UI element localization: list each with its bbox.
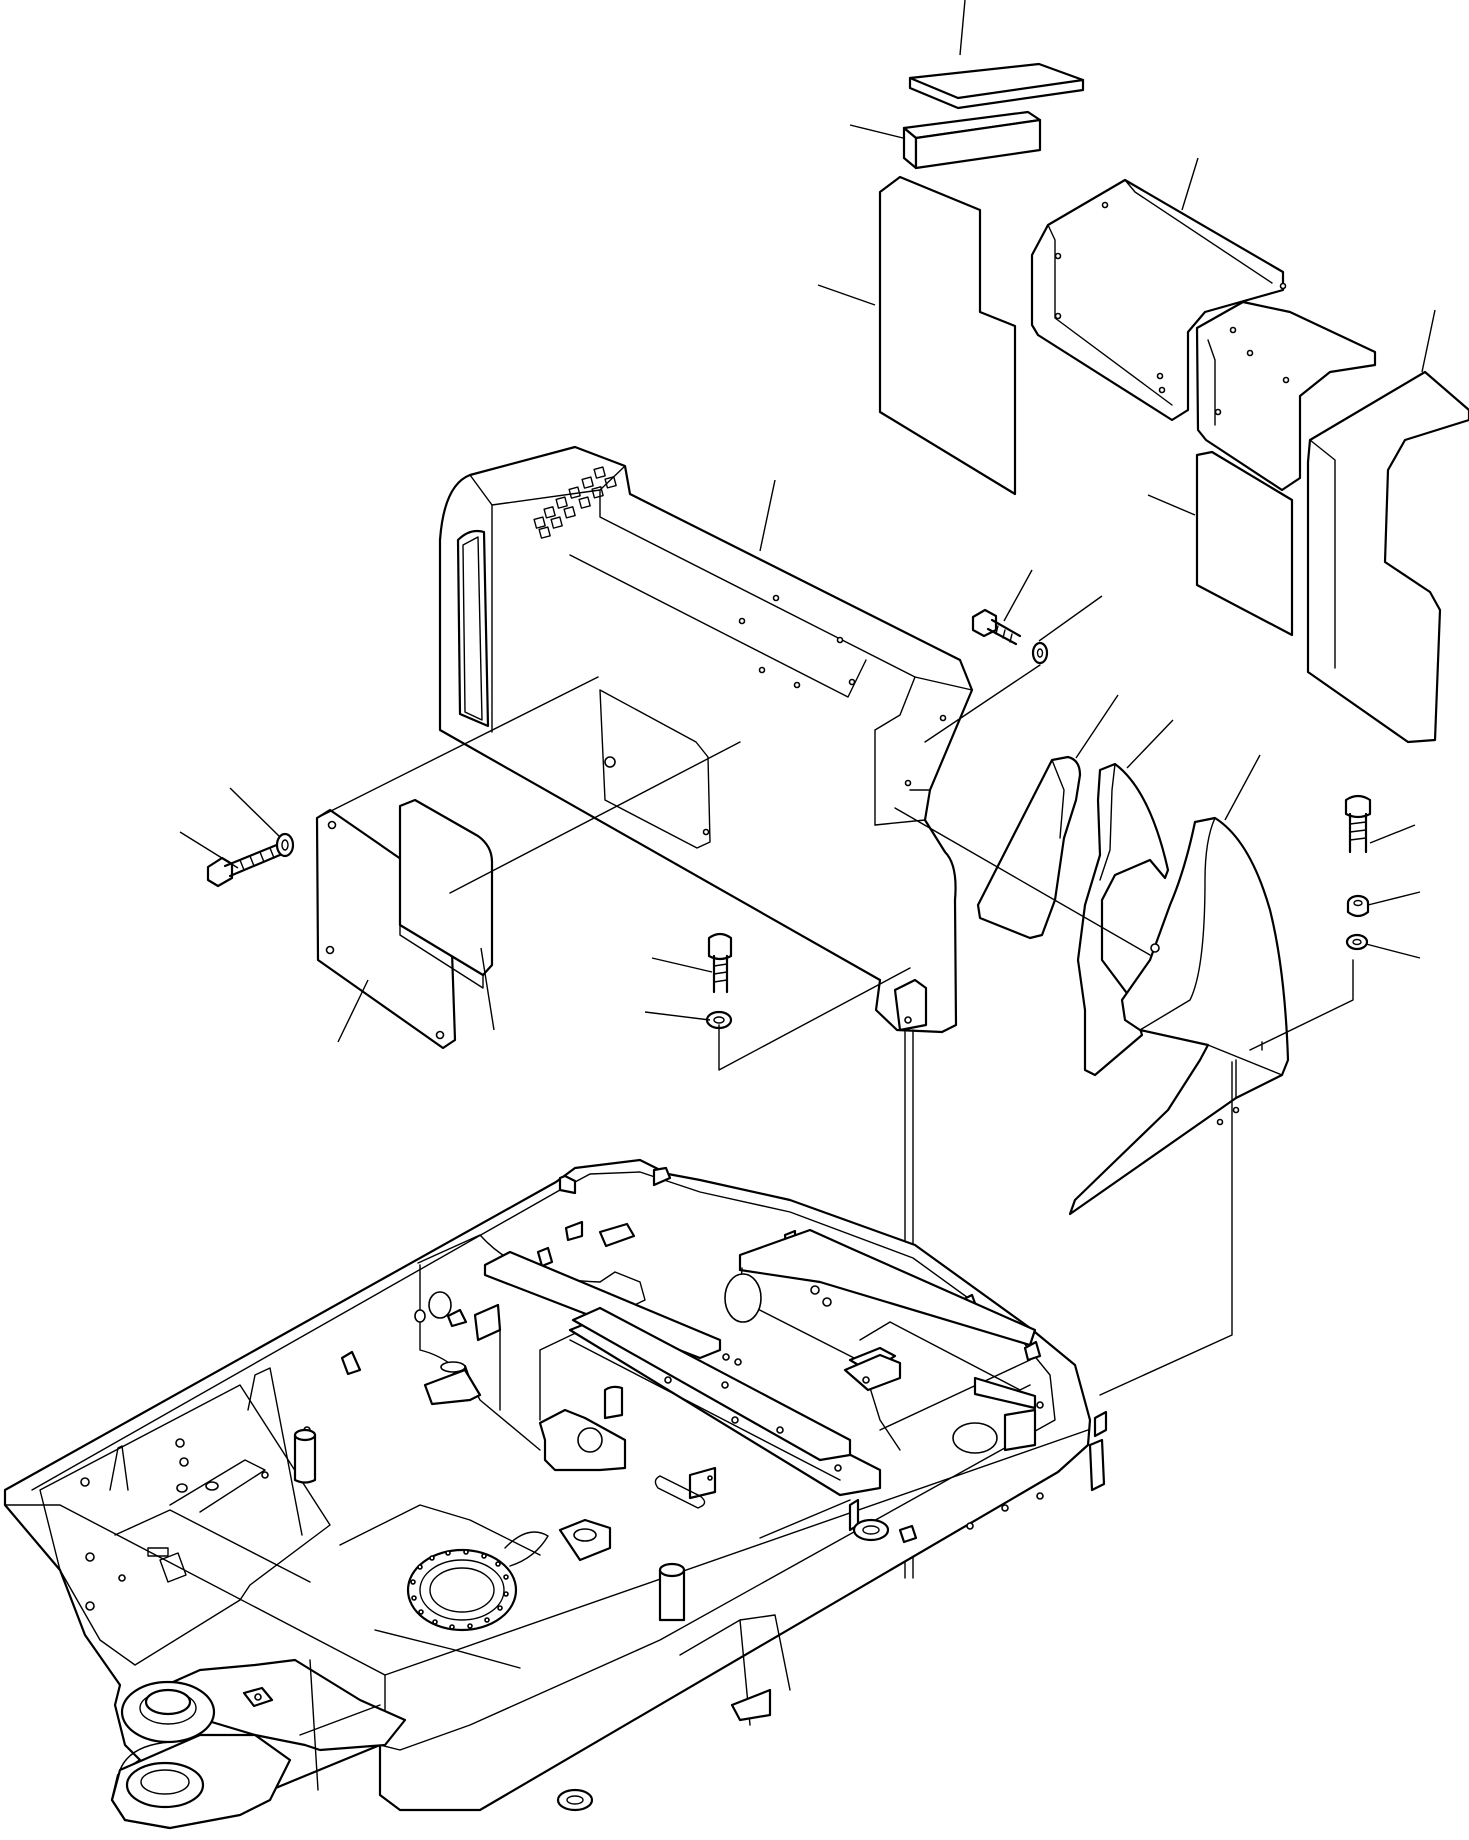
washer-upper-right (1033, 643, 1047, 663)
vent-grille (534, 467, 616, 538)
swing-circle (408, 1550, 516, 1630)
spring-washer-right (1348, 896, 1368, 916)
bolt-left (208, 842, 287, 886)
spacer-block (904, 112, 1040, 168)
access-cover-gasket (400, 800, 492, 988)
top-pad (910, 64, 1083, 108)
fender-outer-panel (1070, 818, 1288, 1214)
curved-top-cover (1032, 180, 1375, 490)
counterweight-hood (440, 447, 972, 1032)
revolving-frame (5, 1160, 1106, 1828)
fender-inner-panel (1078, 764, 1168, 1075)
right-rear-panel (1308, 372, 1469, 742)
access-cover (317, 810, 455, 1048)
fender-small-pad (978, 757, 1080, 938)
bolt-right (1346, 796, 1370, 852)
bolt-upper-right (973, 610, 1020, 644)
washer-right (1347, 935, 1367, 949)
bolt-center (709, 934, 731, 992)
boom-foot-bracket (112, 1660, 405, 1828)
square-pad (1197, 452, 1292, 635)
washer-left (277, 834, 293, 856)
tall-side-pad (880, 177, 1015, 494)
